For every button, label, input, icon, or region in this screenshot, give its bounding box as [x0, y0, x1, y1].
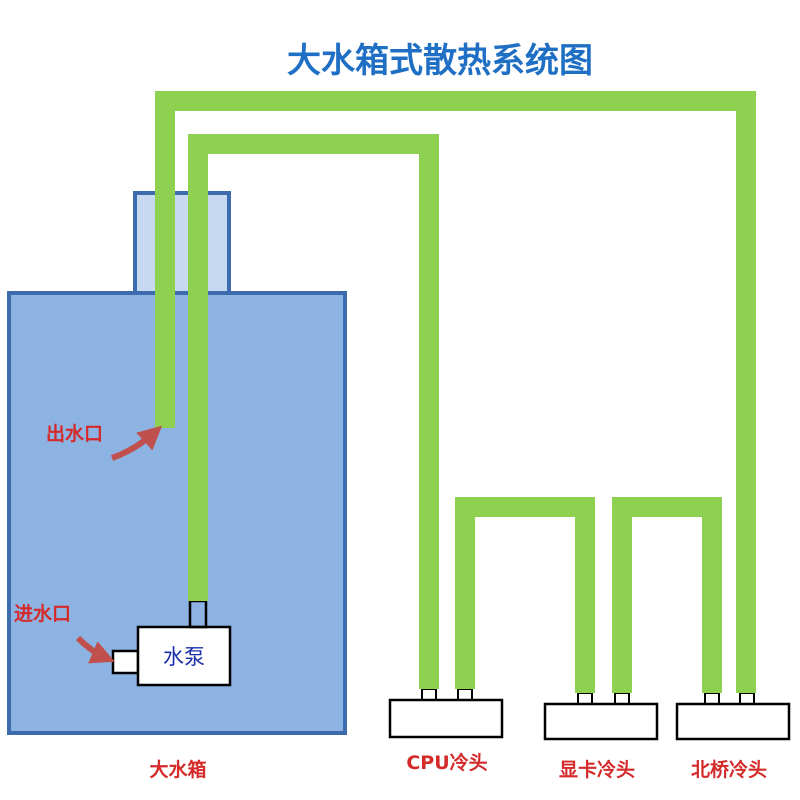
northbridge-cold-head: [675, 692, 791, 741]
inlet-arrow: [75, 635, 115, 664]
gpu-to-northbridge-pipe: [612, 497, 722, 693]
gpu-head-label: 显卡冷头: [559, 758, 635, 781]
diagram-title: 大水箱式散热系统图: [287, 41, 593, 81]
pump-supply-pipe: [188, 134, 439, 689]
tank-label: 大水箱: [149, 758, 206, 781]
cpu-cold-head: [388, 688, 504, 739]
gpu-cold-head: [543, 692, 659, 741]
outlet-label: 出水口: [46, 422, 103, 445]
pump-label: 水泵: [163, 645, 205, 669]
cpu-to-gpu-pipe: [455, 497, 595, 693]
tank-neck: [133, 191, 231, 295]
cpu-head-label: CPU冷头: [406, 751, 487, 774]
outlet-arrow: [110, 425, 163, 461]
northbridge-head-label: 北桥冷头: [691, 758, 767, 781]
pump-nozzle: [111, 649, 140, 675]
inlet-label: 进水口: [14, 603, 71, 625]
outlet-pipe: [155, 91, 756, 693]
water-pump: [136, 625, 232, 687]
